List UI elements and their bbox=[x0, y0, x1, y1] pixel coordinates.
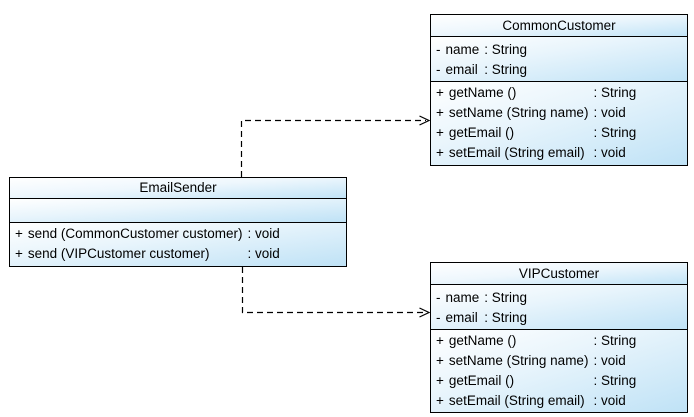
attribute-signature: -email bbox=[436, 308, 479, 328]
method-signature: + getEmail () bbox=[436, 123, 588, 143]
method-name: setEmail (String email) bbox=[448, 145, 585, 160]
method-signature: + send (CommonCustomer customer) bbox=[15, 224, 242, 244]
method-signature: + setEmail (String email) bbox=[436, 391, 588, 411]
method-return-type: : String bbox=[593, 333, 637, 348]
method-name: setEmail (String email) bbox=[448, 393, 585, 408]
visibility-sign: + bbox=[436, 145, 444, 160]
method-signature: + getEmail () bbox=[436, 371, 588, 391]
method-signature: + send (VIPCustomer customer) bbox=[15, 244, 242, 264]
methods-compartment: + getName () : String + setName (String na… bbox=[431, 329, 687, 412]
open-arrowhead-icon bbox=[419, 307, 431, 318]
method-return-type: : void bbox=[593, 105, 626, 120]
class-box-vipcustomer[interactable]: VIPCustomer -name : String -email : Stri… bbox=[430, 262, 688, 413]
visibility-sign: + bbox=[436, 85, 444, 100]
method-return-type: : void bbox=[593, 393, 626, 408]
attribute-type: : String bbox=[484, 290, 528, 305]
attribute-name: name bbox=[445, 42, 480, 57]
method-signature: + setName (String name) bbox=[436, 103, 588, 123]
method-return-type: : String bbox=[593, 373, 637, 388]
attributes-compartment: -name : String -email : String bbox=[431, 36, 687, 81]
class-box-commoncustomer[interactable]: CommonCustomer -name : String -email : S… bbox=[430, 14, 688, 166]
attribute-name: email bbox=[445, 310, 478, 325]
attribute-signature: -name bbox=[436, 288, 479, 308]
attribute-type: : String bbox=[484, 62, 528, 77]
method-name: send (VIPCustomer customer) bbox=[27, 246, 210, 261]
method-return-type: : String bbox=[593, 85, 637, 100]
attribute-signature: -name bbox=[436, 40, 479, 60]
visibility-sign: + bbox=[436, 373, 444, 388]
method-name: setName (String name) bbox=[448, 353, 589, 368]
method-return-type: : void bbox=[247, 226, 280, 241]
class-box-emailsender[interactable]: EmailSender + send (CommonCustomer custom… bbox=[9, 177, 347, 267]
dependency-connector-emailsender-commoncustomer[interactable] bbox=[240, 115, 431, 177]
visibility-sign: + bbox=[15, 226, 23, 241]
method-return-type: : void bbox=[247, 246, 280, 261]
visibility-sign: + bbox=[436, 353, 444, 368]
method-signature: + setName (String name) bbox=[436, 351, 588, 371]
visibility-sign: - bbox=[436, 42, 441, 57]
method-signature: + setEmail (String email) bbox=[436, 143, 588, 163]
attributes-compartment-empty bbox=[10, 198, 346, 222]
visibility-sign: + bbox=[15, 246, 23, 261]
class-name: EmailSender bbox=[10, 178, 346, 198]
attribute-type: : String bbox=[484, 310, 528, 325]
method-name: getName () bbox=[448, 85, 517, 100]
visibility-sign: + bbox=[436, 105, 444, 120]
visibility-sign: - bbox=[436, 290, 441, 305]
visibility-sign: - bbox=[436, 310, 441, 325]
dependency-connector-emailsender-vipcustomer[interactable] bbox=[241, 267, 431, 318]
method-signature: + getName () bbox=[436, 331, 588, 351]
class-name: VIPCustomer bbox=[431, 263, 687, 284]
method-name: send (CommonCustomer customer) bbox=[27, 226, 243, 241]
attribute-name: name bbox=[445, 290, 480, 305]
attribute-name: email bbox=[445, 62, 478, 77]
method-signature: + getName () bbox=[436, 83, 588, 103]
method-return-type: : void bbox=[593, 353, 626, 368]
visibility-sign: + bbox=[436, 393, 444, 408]
method-name: getEmail () bbox=[448, 125, 515, 140]
visibility-sign: - bbox=[436, 62, 441, 77]
methods-compartment: + send (CommonCustomer customer) : void +… bbox=[10, 222, 346, 266]
methods-compartment: + getName () : String + setName (String na… bbox=[431, 81, 687, 165]
attribute-signature: -email bbox=[436, 60, 479, 80]
visibility-sign: + bbox=[436, 125, 444, 140]
attribute-type: : String bbox=[484, 42, 528, 57]
attributes-compartment: -name : String -email : String bbox=[431, 284, 687, 329]
method-name: getEmail () bbox=[448, 373, 515, 388]
method-name: getName () bbox=[448, 333, 517, 348]
class-name: CommonCustomer bbox=[431, 15, 687, 36]
visibility-sign: + bbox=[436, 333, 444, 348]
method-return-type: : String bbox=[593, 125, 637, 140]
method-return-type: : void bbox=[593, 145, 626, 160]
open-arrowhead-icon bbox=[419, 115, 431, 126]
method-name: setName (String name) bbox=[448, 105, 589, 120]
